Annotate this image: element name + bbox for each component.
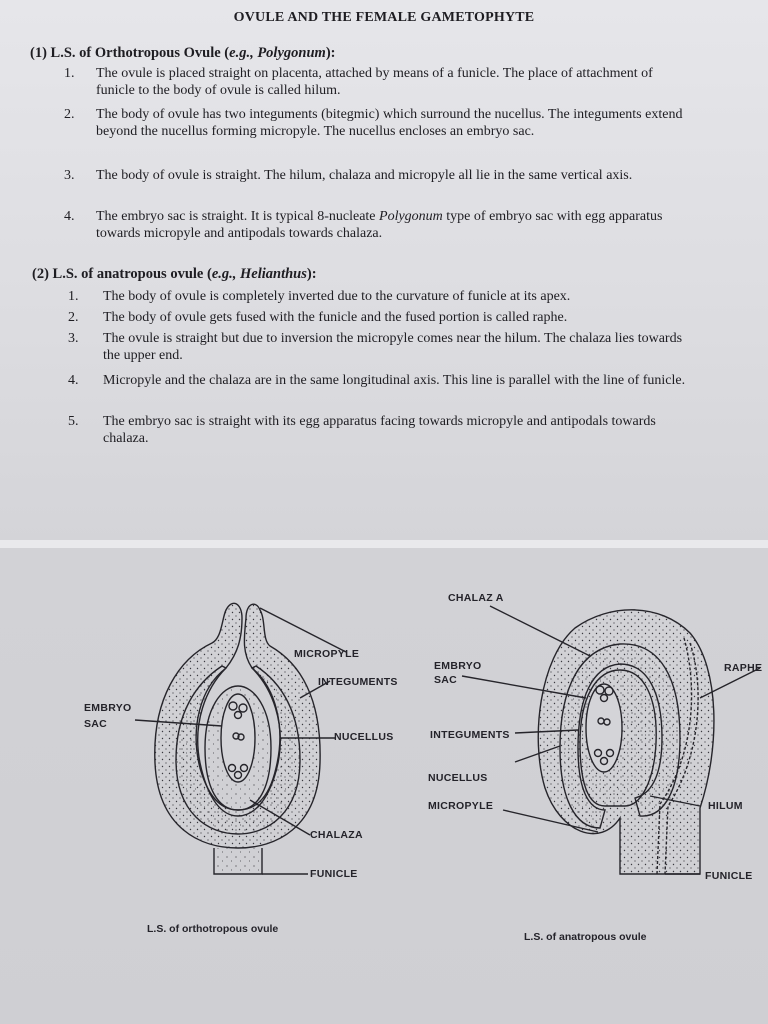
label-integuments: INTEGUMENTS (430, 729, 510, 741)
item-text: The body of ovule is completely inverted… (103, 289, 571, 304)
lower-page: MICROPYLE INTEGUMENTS EMBRYO SAC NUCELLU… (0, 548, 768, 1024)
label-micropyle: MICROPYLE (294, 648, 360, 660)
item-text: Micropyle and the chalaza are in the sam… (103, 373, 686, 388)
section2-heading-end: ): (306, 266, 317, 282)
caption-anatropous: L.S. of anatropous ovule (524, 931, 647, 943)
item-number: 2. (68, 310, 79, 325)
item-text-emphasis: Polygonum (379, 209, 443, 224)
label-integuments: INTEGUMENTS (318, 676, 398, 688)
section1-heading-text: L.S. of Orthotropous Ovule ( (50, 45, 230, 61)
page-title: OVULE AND THE FEMALE GAMETOPHYTE (233, 10, 535, 25)
section1-heading-end: ): (325, 45, 336, 61)
item-number: 4. (64, 209, 75, 224)
page-gap (0, 540, 768, 550)
label-embryo-sac-line1: EMBRYO (434, 660, 482, 672)
item-text: The ovule is placed straight on placenta… (96, 66, 653, 98)
item-number: 1. (64, 66, 75, 81)
section2-heading: (2) L.S. of anatropous ovule (e.g., Heli… (32, 266, 317, 283)
item-number: 1. (68, 289, 79, 304)
ovule-diagrams (134, 602, 761, 875)
item-text-part: type of embryo sac with egg apparatus to… (96, 209, 663, 241)
label-raphe: RAPHE (724, 662, 763, 674)
anatropous-ovule-drawing (461, 605, 761, 875)
item-text: The body of ovule has two integuments (b… (96, 107, 683, 139)
label-hilum: HILUM (708, 800, 743, 812)
label-chalaza: CHALAZ A (448, 592, 504, 604)
orthotropous-ovule-drawing (134, 602, 347, 875)
item-number: 5. (68, 414, 79, 429)
item-text: The body of ovule is straight. The hilum… (96, 168, 633, 183)
item-text: The ovule is straight but due to inversi… (103, 331, 683, 363)
item-text: The embryo sac is straight with its egg … (103, 414, 656, 446)
item-number: 3. (64, 168, 75, 183)
item-text-part: The embryo sac is straight. It is typica… (96, 209, 380, 224)
section1-number: (1) (30, 45, 47, 61)
label-funicle: FUNICLE (705, 870, 753, 882)
section2-number: (2) (32, 266, 49, 282)
label-nucellus: NUCELLUS (428, 772, 488, 784)
caption-orthotropous: L.S. of orthotropous ovule (147, 923, 279, 935)
label-funicle: FUNICLE (310, 868, 358, 880)
item-number: 4. (68, 373, 79, 388)
label-chalaza: CHALAZA (310, 829, 363, 841)
section2-heading-text: L.S. of anatropous ovule ( (52, 266, 212, 282)
item-number: 2. (64, 107, 75, 122)
item-number: 3. (68, 331, 79, 346)
label-nucellus: NUCELLUS (334, 731, 394, 743)
label-embryo-sac-line2: SAC (84, 718, 108, 730)
section1-heading: (1) L.S. of Orthotropous Ovule (e.g., Po… (30, 45, 335, 62)
section1-heading-example: e.g., Polygonum (229, 45, 326, 61)
label-embryo-sac-line2: SAC (434, 674, 458, 686)
label-micropyle: MICROPYLE (428, 800, 494, 812)
label-embryo-sac-line1: EMBRYO (84, 702, 132, 714)
upper-page: OVULE AND THE FEMALE GAMETOPHYTE (1) L.S… (0, 0, 768, 548)
item-text: The embryo sac is straight. It is typica… (96, 209, 686, 242)
item-text: The body of ovule gets fused with the fu… (103, 310, 568, 325)
section2-heading-example: e.g., Helianthus (211, 266, 307, 282)
